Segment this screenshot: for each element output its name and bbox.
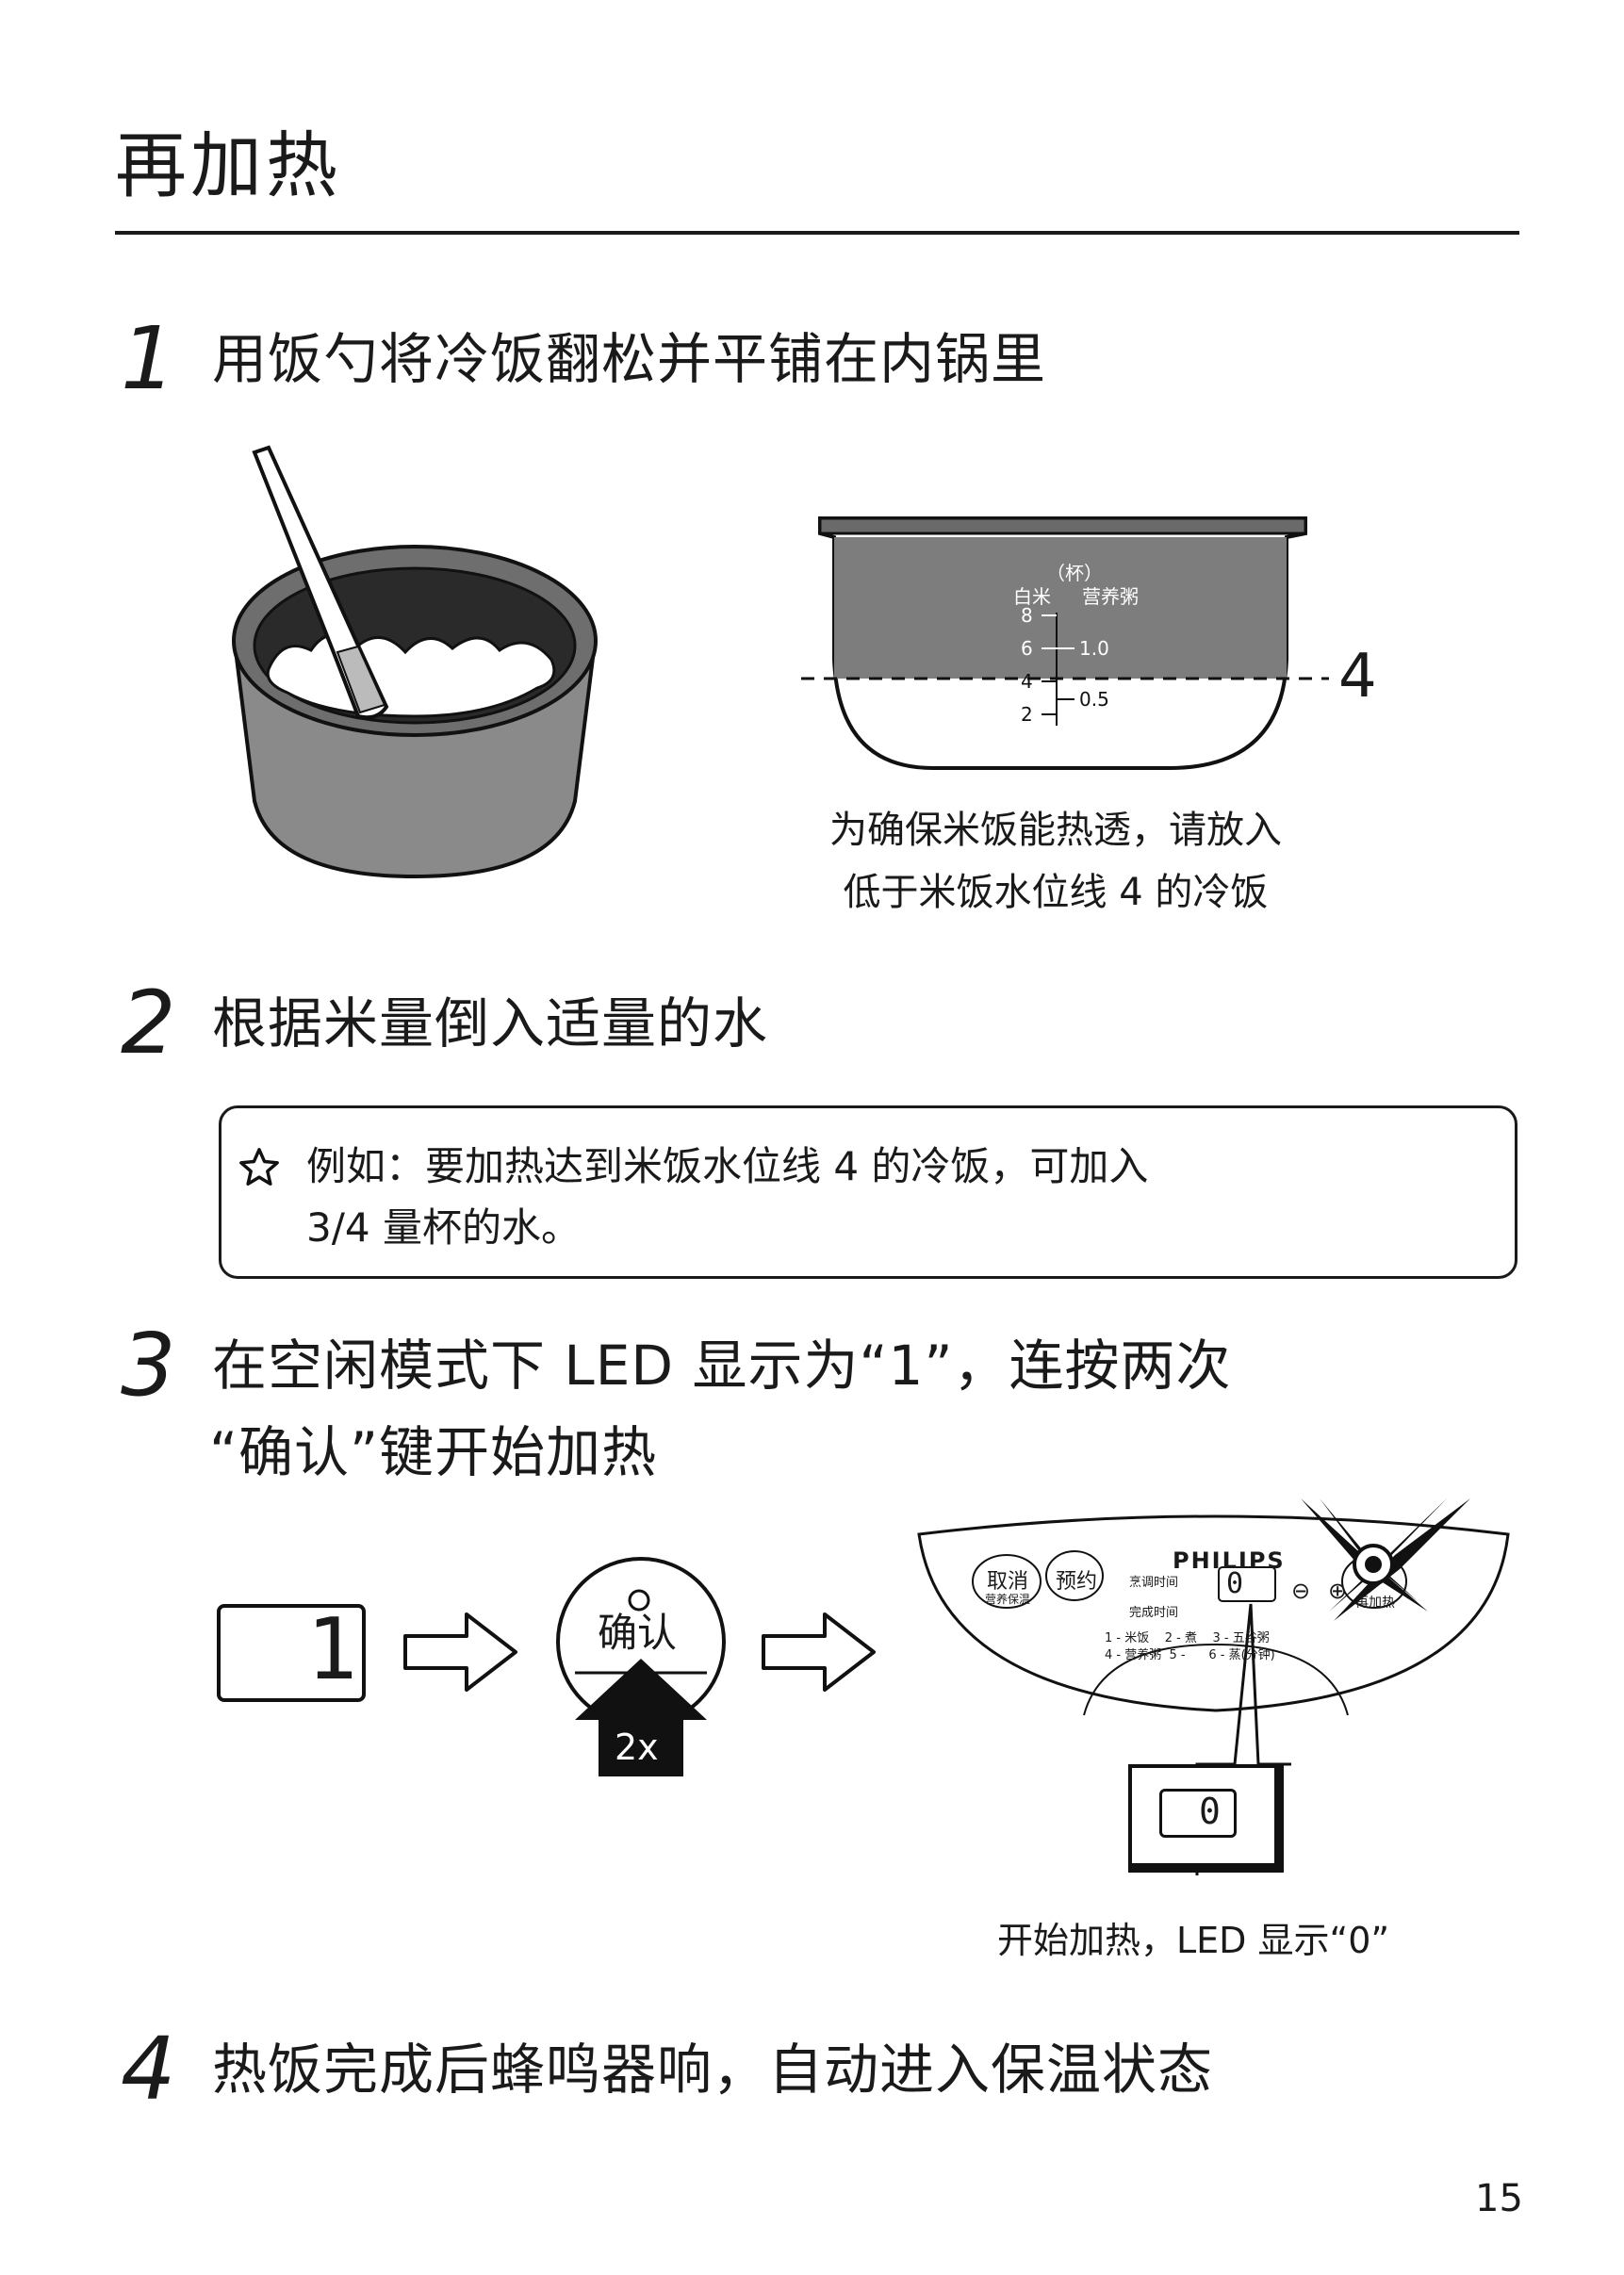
confirm-button-label[interactable]: 确认 [598, 1610, 678, 1656]
cup-unit-label: （杯） [1046, 562, 1103, 584]
led-callout-display [1159, 1789, 1237, 1838]
arrow-right-icon [762, 1612, 876, 1692]
water-level-4-label: 4 [1338, 642, 1377, 712]
note-line-2: 3/4 量杯的水。 [306, 1204, 581, 1251]
cancel-button-sublabel: 营养保温 [985, 1593, 1031, 1606]
minus-button[interactable]: ⊖ [1291, 1578, 1311, 1604]
led-digit-1: 1 [306, 1600, 358, 1699]
step-1-number: 1 [121, 308, 176, 409]
step-2-number: 2 [121, 973, 176, 1073]
inner-pot-water-level-diagram [801, 516, 1329, 770]
confirm-button-illustration [556, 1557, 726, 1776]
menu-line-1: 1 - 米饭 2 - 煮 3 - 五谷粥 [1105, 1631, 1270, 1645]
pot-caption: 为确保米饭能热透，请放入 低于米饭水位线 4 的冷饭 [773, 799, 1338, 924]
preset-button[interactable]: 预约 [1056, 1570, 1098, 1594]
brand-logo: PHILIPS [1173, 1547, 1286, 1574]
rice-pot-illustration [232, 445, 598, 879]
arrow-right-icon [403, 1612, 517, 1692]
step-2-text: 根据米量倒入适量的水 [212, 991, 769, 1056]
menu-line-2: 4 - 营养粥 5 - 6 - 蒸(分钟) [1105, 1648, 1275, 1662]
page-number: 15 [1475, 2177, 1523, 2220]
step-3-line-1: 在空闲模式下 LED 显示为“1”，连按两次 [212, 1334, 1232, 1398]
step-1-text: 用饭勺将冷饭翻松并平铺在内锅里 [212, 327, 1047, 391]
tick-label-0-5: 0.5 [1079, 688, 1109, 711]
porridge-column-label: 营养粥 [1082, 585, 1139, 608]
star-icon [239, 1148, 279, 1186]
tick-label-1-0: 1.0 [1079, 637, 1109, 660]
press-count-badge: 2x [615, 1727, 659, 1768]
step-4-text: 热饭完成后蜂鸣器响，自动进入保温状态 [212, 2038, 1214, 2102]
finish-time-label: 完成时间 [1129, 1606, 1179, 1620]
reheat-button[interactable]: 再加热 [1355, 1596, 1395, 1611]
led-callout-digit: 0 [1199, 1791, 1221, 1832]
led-display-initial [217, 1604, 366, 1702]
panel-caption: 开始加热，LED 显示“0” [997, 1920, 1390, 1961]
plus-button[interactable]: ⊕ [1328, 1578, 1348, 1604]
panel-led-value: 0 [1226, 1567, 1244, 1600]
control-panel-illustration [917, 1498, 1510, 1875]
tick-label-8: 8 [1021, 604, 1033, 627]
note-line-1: 例如：要加热达到米饭水位线 4 的冷饭，可加入 [306, 1143, 1149, 1189]
tick-label-2: 2 [1021, 703, 1033, 726]
tick-label-6: 6 [1021, 637, 1033, 660]
cancel-button[interactable]: 取消 [987, 1570, 1029, 1594]
page-title: 再加热 [115, 123, 341, 207]
note-box [219, 1105, 1517, 1279]
rice-column-label: 白米 [1013, 585, 1051, 608]
pot-caption-line-1: 为确保米饭能热透，请放入 [829, 809, 1282, 852]
led-callout-box [1128, 1764, 1284, 1873]
pot-caption-line-2: 低于米饭水位线 4 的冷饭 [843, 871, 1269, 914]
step-4-number: 4 [121, 2019, 176, 2120]
cook-time-label: 烹调时间 [1129, 1576, 1179, 1590]
title-divider [115, 231, 1519, 235]
tick-label-4: 4 [1021, 670, 1033, 693]
step-3-number: 3 [121, 1315, 176, 1416]
step-3-line-2: “确认”键开始加热 [209, 1420, 658, 1484]
